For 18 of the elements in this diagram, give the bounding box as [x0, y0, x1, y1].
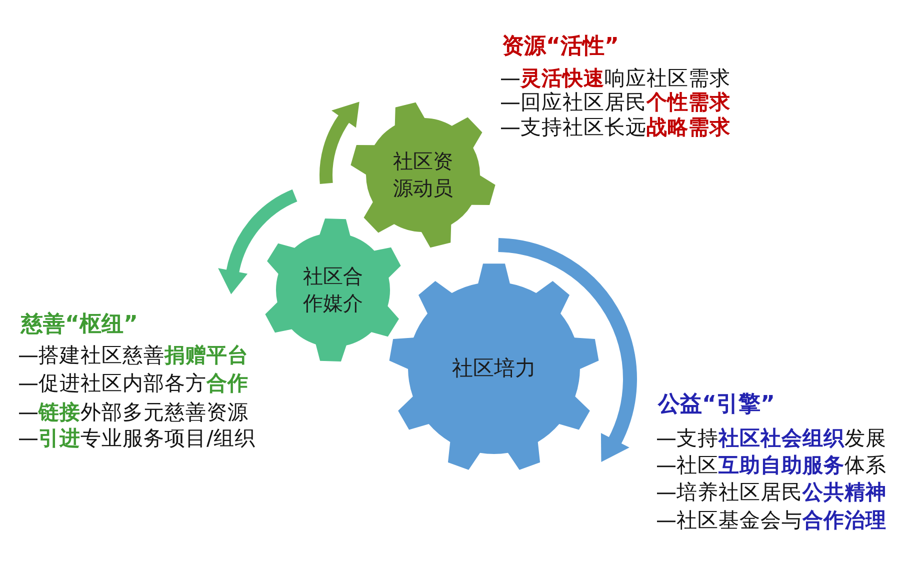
gear	[350, 102, 496, 248]
list-item: —回应社区居民个性需求	[500, 92, 730, 112]
list-item: —社区互助自助服务体系	[656, 455, 886, 476]
list-item: —灵活快速响应社区需求	[500, 68, 730, 88]
gear-label: 社区培力	[451, 354, 537, 382]
gear-label: 社区合作媒介	[302, 263, 364, 317]
list-item: —促进社区内部各方合作	[18, 373, 248, 394]
gear-label: 社区资源动员	[392, 148, 454, 202]
list-item: —社区基金会与合作治理	[656, 510, 886, 530]
heading: 慈善“枢纽”	[21, 314, 138, 336]
gear	[389, 263, 599, 473]
list-item: —搭建社区慈善捐赠平台	[18, 345, 248, 366]
heading: 公益“引擎”	[658, 394, 775, 416]
list-item: —链接外部多元慈善资源	[18, 402, 248, 422]
list-item: —引进专业服务项目/组织	[18, 428, 256, 448]
list-item: —培养社区居民公共精神	[656, 482, 886, 502]
list-item: —支持社区社会组织发展	[656, 428, 886, 448]
heading: 资源“活性”	[502, 36, 619, 58]
